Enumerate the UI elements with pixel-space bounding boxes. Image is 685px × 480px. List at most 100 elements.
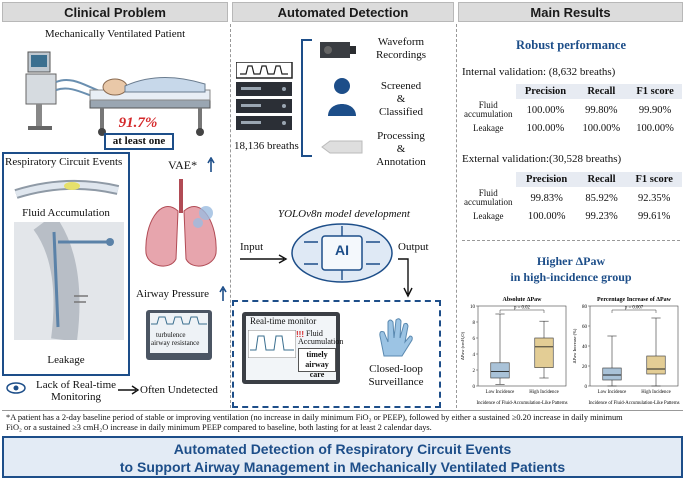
ai-label: AI (335, 242, 349, 258)
y-tick-label: 0 (473, 385, 476, 390)
lungs-icon (145, 179, 217, 267)
header-clinical-problem: Clinical Problem (2, 2, 228, 22)
title-banner: Automated Detection of Respiratory Circu… (2, 436, 683, 478)
monitor-waveform-icon (248, 330, 296, 358)
percentage-paw-boxplot: Percentage Increase of ΔPaw 0 20 40 60 80ΔPaw… (572, 297, 680, 406)
y-tick-label: 8 (473, 321, 476, 326)
eye-icon (6, 382, 26, 394)
screened-classified-text: Screened & Classified (379, 80, 423, 118)
table-row: Leakage 100.00% 99.23% 99.61% (460, 209, 682, 224)
svg-text:!!!: !!! (296, 330, 304, 339)
waveform-recordings-text: Waveform Recordings (375, 36, 427, 61)
table-cell: 100.00% (526, 104, 565, 116)
leakage-label: Leakage (47, 354, 85, 366)
robust-title: Robust performance (515, 38, 627, 52)
table-cell: 99.80% (585, 104, 618, 116)
chart-title: Percentage Increase of ΔPaw (597, 297, 672, 303)
table-cell: 100.00% (636, 123, 674, 134)
table-cell: 99.23% (585, 211, 618, 222)
right-arrow-icon (118, 385, 140, 395)
y-axis-label: ΔPaw Increase (%) (572, 328, 577, 363)
p-value-annotation: p = 0.007 (625, 306, 644, 311)
table-cell: 100.00% (527, 211, 566, 222)
person-icon (328, 78, 356, 116)
alert-icon: !!! (296, 330, 304, 339)
column-divider-right (456, 24, 457, 408)
significance-bracket (611, 309, 657, 313)
box (490, 362, 510, 379)
camera-icon (320, 42, 356, 58)
column-header: Precision (516, 84, 575, 99)
y-tick-label: 4 (473, 353, 476, 358)
category-label: Low Incidence (598, 390, 627, 395)
y-tick-label: 6 (473, 337, 476, 342)
closed-loop-box (232, 300, 441, 408)
monitor-fluid-text: Fluid Accumulation (298, 329, 344, 346)
closed-loop-text: Closed-loop Surveillance (368, 363, 424, 388)
x-axis-label: Incidence of Fluid-Accumulation-Like Pat… (589, 401, 680, 406)
column-divider-left (230, 24, 231, 408)
column-header: Recall (576, 172, 627, 187)
table-cell: 100.00% (582, 123, 621, 134)
leakage-airway-illustration (14, 222, 124, 340)
percent-value: 91.7% (118, 115, 158, 131)
table-cell: 85.92% (585, 192, 618, 204)
y-tick-label: 80 (582, 305, 588, 310)
table-cell: 99.90% (638, 104, 672, 116)
bracket (301, 39, 312, 157)
row-label: Leakage (473, 123, 504, 133)
table-row: Leakage 100.00% 100.00% 100.00% (460, 121, 682, 136)
processing-arrow-icon (321, 140, 363, 154)
realtime-monitor-title: Real-time monitor (250, 316, 317, 326)
chart-title: Absolute ΔPaw (503, 297, 543, 303)
category-label: Low Incidence (486, 390, 515, 395)
x-axis-label: Incidence of Fluid-Accumulation-Like Pat… (477, 401, 568, 406)
column-header: Recall (574, 84, 629, 99)
y-tick-label: 60 (582, 325, 588, 330)
y-tick-label: 0 (585, 385, 588, 390)
box (602, 367, 622, 381)
footnote: *A patient has a 2-day baseline period o… (6, 413, 623, 432)
monitor-screen (150, 313, 208, 353)
results-divider (462, 240, 680, 241)
airway-pressure-label: Airway Pressure (136, 288, 210, 300)
input-label: Input (240, 241, 264, 253)
breaths-count: 18,136 breaths (234, 140, 299, 152)
circuit-events-title: Respiratory Circuit Events (5, 156, 123, 168)
airway-resistance-label: airway resistance (151, 339, 200, 347)
input-arrow-icon (240, 254, 288, 264)
server-stack-icon (236, 62, 293, 130)
table-cell: 99.83% (530, 192, 563, 204)
y-axis-label: ΔPaw (cmH₂O) (460, 331, 465, 360)
timely-airway-care-badge: timely airway care (298, 348, 336, 379)
header-automated-detection: Automated Detection (232, 2, 454, 22)
table-cell: 100.00% (526, 123, 565, 134)
up-arrow-icon (207, 157, 215, 172)
processing-annotation-text: Processing & Annotation (376, 130, 426, 168)
category-label: High Incidence (529, 390, 558, 395)
column-header: Precision (516, 172, 577, 187)
y-tick-label: 40 (582, 345, 588, 350)
fluid-tube-illustration (14, 179, 120, 199)
circuit-events-box (2, 152, 130, 376)
y-tick-label: 2 (473, 369, 476, 374)
internal-validation-label: Internal validation: (8,632 breaths) (462, 66, 616, 78)
p-value-annotation: p = 0.02 (514, 306, 530, 311)
category-label: High Incidence (641, 390, 670, 395)
glove-hand-icon (379, 318, 413, 357)
external-validation-label: External validation:(30,528 breaths) (462, 153, 622, 165)
waveform-icon (151, 316, 207, 325)
often-undetected-text: Often Undetected (140, 384, 218, 396)
y-tick-label: 20 (582, 365, 588, 370)
output-arrow-icon (398, 258, 413, 298)
row-label: Leakage (473, 211, 504, 221)
table-cell: 92.35% (637, 192, 671, 204)
lack-monitoring-text: Lack of Real-time Monitoring (35, 379, 117, 403)
